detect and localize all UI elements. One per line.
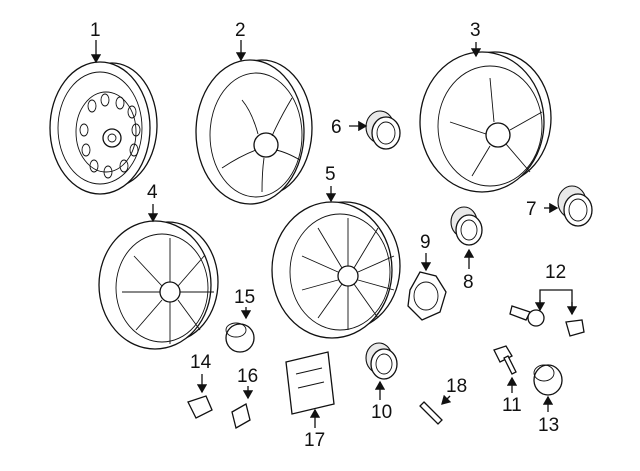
lock-bolts-12 <box>509 305 585 337</box>
callout-12: 12 <box>545 262 566 283</box>
center-cap-7 <box>557 185 593 227</box>
alloy-wheel-10-spoke <box>98 220 219 350</box>
center-cap-6 <box>365 110 401 150</box>
alloy-wheel-multi-spoke <box>271 201 401 339</box>
clip-16 <box>231 403 251 429</box>
callout-7: 7 <box>526 199 537 220</box>
center-cap-10 <box>365 342 398 380</box>
callout-3: 3 <box>470 20 481 41</box>
callout-1: 1 <box>90 20 101 41</box>
alloy-wheel-5-spoke <box>195 59 313 205</box>
callout-18: 18 <box>446 376 467 397</box>
cap-15 <box>225 322 255 353</box>
cap-13 <box>533 364 563 396</box>
callout-15: 15 <box>234 287 255 308</box>
callout-2: 2 <box>235 20 246 41</box>
callout-10: 10 <box>371 402 392 423</box>
callout-labels: 1 2 3 4 5 6 7 8 9 10 11 12 13 14 15 16 1… <box>90 20 566 451</box>
valve-stem-18 <box>419 401 443 425</box>
callout-5: 5 <box>325 164 336 185</box>
callout-11: 11 <box>502 395 522 416</box>
callout-13: 13 <box>538 415 559 436</box>
leader-lines <box>90 40 578 428</box>
alloy-wheel-star <box>419 51 552 193</box>
package-17 <box>285 351 335 415</box>
steel-wheel <box>49 61 158 195</box>
callout-16: 16 <box>237 366 258 387</box>
lug-bolt-11 <box>493 345 517 375</box>
callout-9: 9 <box>420 232 431 253</box>
callout-14: 14 <box>190 352 212 373</box>
center-cover-9 <box>407 271 447 321</box>
callout-17: 17 <box>304 430 325 451</box>
callout-6: 6 <box>331 117 342 138</box>
callout-8: 8 <box>463 272 474 293</box>
clip-14 <box>187 395 213 419</box>
center-cap-8 <box>450 206 483 246</box>
callout-4: 4 <box>147 182 158 203</box>
